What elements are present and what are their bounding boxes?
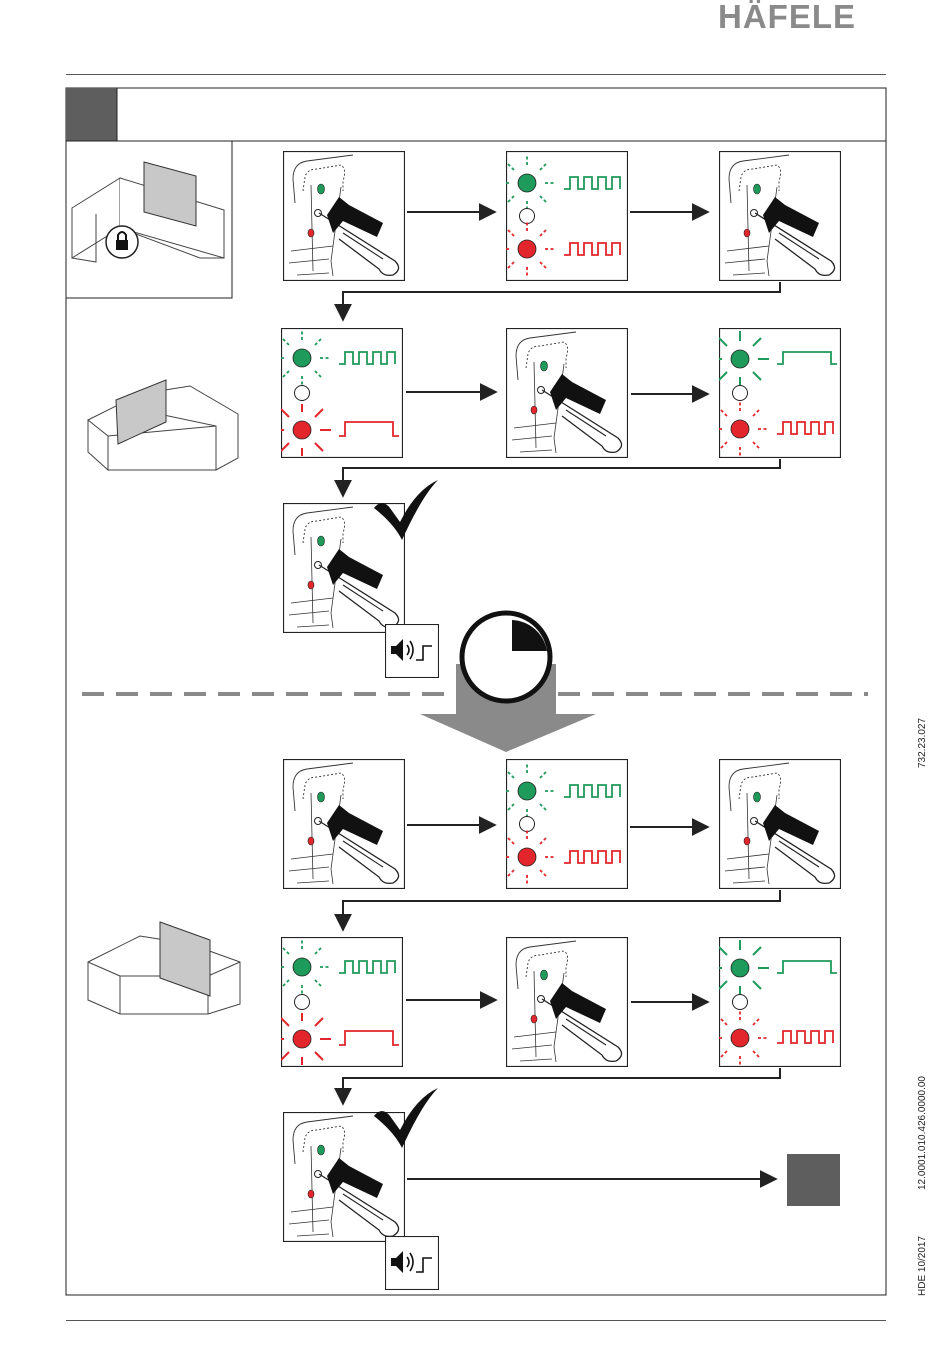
led-green-long-step-6: [711, 329, 841, 458]
press-button-step-10: [720, 760, 841, 889]
speaker-icon-final: [386, 1237, 439, 1290]
press-button-step-3: [720, 152, 841, 281]
press-button-step-5: [507, 329, 628, 458]
led-blink-step-9: [499, 760, 628, 889]
step-marker: [66, 88, 117, 141]
press-button-step-12: [507, 938, 628, 1067]
speaker-icon: [386, 625, 439, 678]
press-button-step-8: [284, 760, 405, 889]
cabinet-lock-panel: [66, 141, 232, 298]
led-green-long-step-13: [711, 938, 841, 1067]
led-blink-step-2: [499, 152, 628, 281]
press-button-step-14: [284, 1113, 405, 1242]
cabinet-open-sketch: [88, 380, 238, 470]
clock-wait-icon: [420, 613, 596, 752]
led-red-long-step-4: [273, 329, 403, 458]
cabinet-closed-sketch: [88, 922, 240, 1014]
led-red-long-step-11: [273, 938, 403, 1067]
next-step-marker: [787, 1154, 840, 1206]
press-button-step-7: [284, 504, 405, 633]
press-button-step-1: [284, 152, 405, 281]
